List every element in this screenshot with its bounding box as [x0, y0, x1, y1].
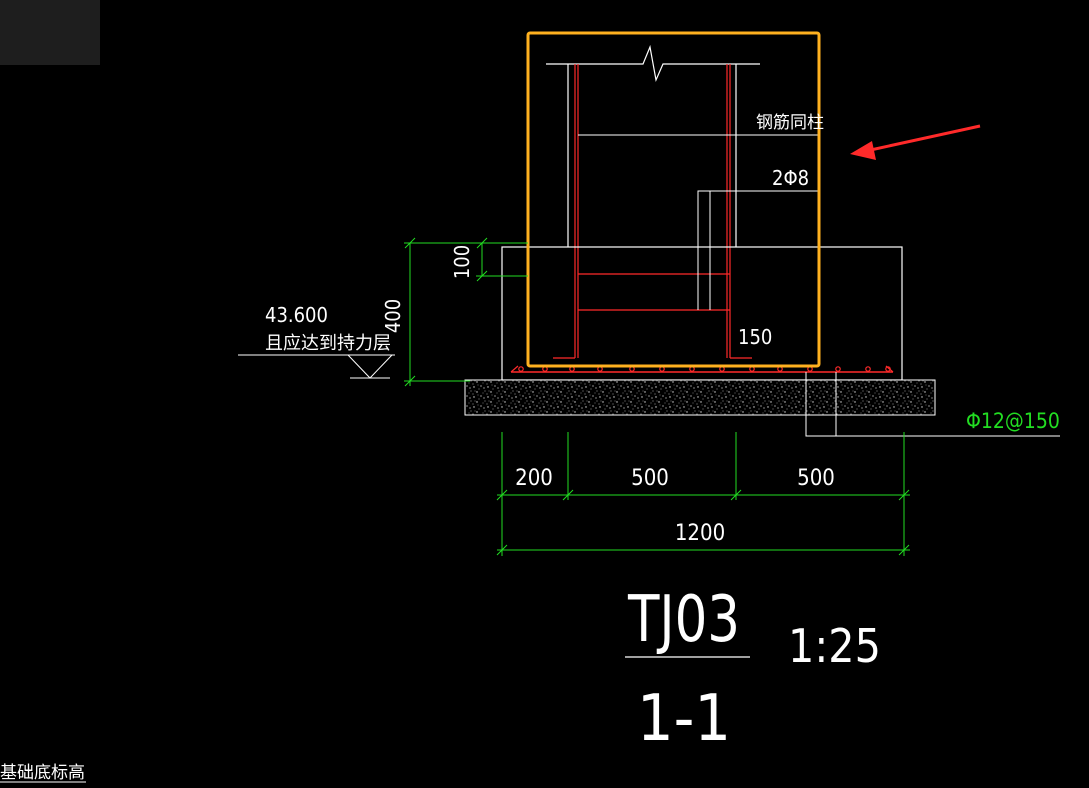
bottom-elevation-label: 基础底标高: [0, 763, 85, 783]
bottom-rebar-label: Φ12@150: [966, 409, 1060, 433]
dim-width-left: 200: [515, 466, 553, 491]
elevation-note: 且应达到持力层: [265, 333, 391, 354]
elevation-mark: [238, 354, 395, 379]
rebar-dot: [835, 366, 841, 372]
drawing-code: TJ03: [627, 583, 740, 657]
column-outline: [546, 44, 760, 247]
vertical-dimension: [404, 237, 528, 387]
section-label: 1-1: [637, 682, 731, 756]
rebar-dot: [885, 366, 891, 372]
leader-lines: [578, 134, 818, 310]
bottom-rebar-leader: [805, 372, 1060, 437]
rebar-dot: [518, 366, 524, 372]
dim-width-total: 1200: [675, 521, 725, 546]
blinding-concrete: [464, 379, 936, 416]
horizontal-dimensions: [496, 432, 910, 556]
rebar-dot: [865, 366, 871, 372]
column-rebar: [553, 64, 752, 359]
drawing-scale: 1:25: [788, 619, 881, 673]
highlight-box[interactable]: [526, 31, 821, 368]
elevation-value: 43.600: [265, 303, 328, 327]
hook-length-label: 150: [738, 325, 772, 349]
dim-width-middle: 500: [631, 466, 669, 491]
toolbar-panel: [0, 0, 100, 65]
footing-outline: [501, 246, 903, 381]
arrow-annotation: [850, 124, 981, 160]
dim-height-total: 400: [381, 299, 405, 333]
stirrup-label: 2Φ8: [772, 166, 809, 190]
rebar-same-as-column-label: 钢筋同柱: [756, 113, 824, 133]
dim-width-right: 500: [797, 466, 835, 491]
dim-height-top: 100: [450, 245, 474, 279]
